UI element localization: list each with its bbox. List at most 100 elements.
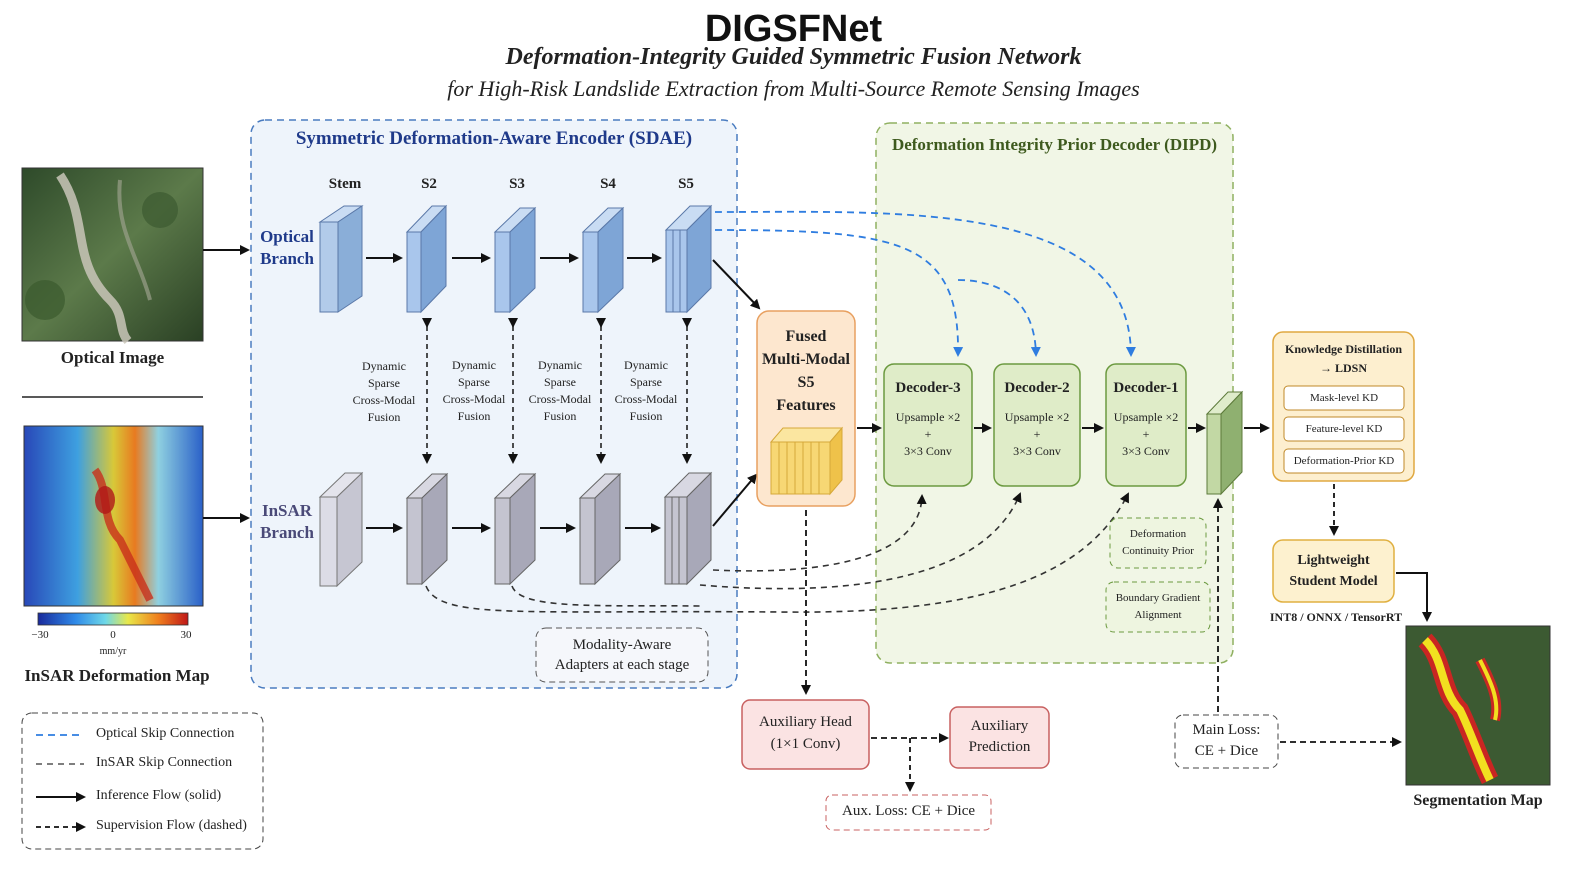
fusion-label-3: Dynamic Sparse Cross-Modal Fusion [522,357,598,425]
insar-s4-block [578,472,622,586]
main-loss-label: Main Loss: CE + Dice [1175,720,1278,762]
optical-s3-block [493,206,537,314]
main-loss-box [1174,714,1279,769]
legend-box [21,712,264,850]
fusion-line: Fusion [629,409,663,423]
prior-boundary-box [1105,581,1211,633]
decoder-2-box [993,363,1081,487]
decoder-name: Decoder-2 [1004,380,1070,396]
decoder-op: + [924,427,932,441]
main-loss-line: CE + Dice [1194,743,1259,759]
legend-insar-skip: InSAR Skip Connection [96,755,233,770]
colorbar-tick-mid: 0 [110,629,116,641]
insar-s5-block [663,471,713,586]
fused-line: Fused [785,328,827,345]
kd-title-line: → LDSN [1319,361,1367,375]
fusion-label-4: Dynamic Sparse Cross-Modal Fusion [608,357,684,425]
prior-line: Continuity Prior [1122,545,1194,557]
encoder-title: Symmetric Deformation-Aware Encoder (SDA… [295,128,693,149]
stage-label-s3: S3 [509,176,525,192]
stage-label-s2: S2 [421,176,437,192]
decoder-op: 3×3 Conv [904,444,952,458]
aux-loss-label: Aux. Loss: CE + Dice [841,803,976,819]
decoder-op: Upsample ×2 [1004,410,1070,424]
fusion-line: Cross-Modal [442,392,506,406]
insar-s3-block [493,472,537,586]
colorbar-tick-max: 30 [180,629,192,641]
decoder-op: Upsample ×2 [1113,410,1179,424]
decoder-op: + [1142,427,1150,441]
fused-line: Features [776,397,836,414]
legend-supervision-flow: Supervision Flow (dashed) [96,818,247,833]
legend-optical-skip: Optical Skip Connection [96,726,235,741]
prior-continuity-box [1109,517,1207,569]
fusion-label-1: Dynamic Sparse Cross-Modal Fusion [346,358,422,426]
prior-line: Boundary Gradient [1115,592,1201,604]
optical-image [21,167,204,345]
optical-stem-block [318,205,364,313]
legend-inference-flow: Inference Flow (solid) [96,788,222,803]
fusion-line: Dynamic [452,358,496,372]
stage-label-s4: S4 [600,176,616,192]
student-label: Lightweight Student Model [1273,550,1394,592]
subtitle-line-2: for High-Risk Landslide Extraction from … [447,76,1140,101]
student-box [1272,539,1395,603]
aux-pred-line: Prediction [968,739,1031,755]
student-line: Student Model [1289,574,1378,589]
adapters-line: Adapters at each stage [554,657,690,673]
fusion-line: Fusion [367,410,401,424]
aux-loss-box [825,794,992,831]
adapters-line: Modality-Aware [572,637,672,653]
fusion-line: Dynamic [624,358,668,372]
stage-label-stem: Stem [328,176,362,192]
decoder-2-label: Decoder-2 Upsample ×2 + 3×3 Conv [994,380,1080,460]
decoder-op: Upsample ×2 [895,410,961,424]
kd-title: Knowledge Distillation → LDSN [1273,340,1414,378]
kd-mask-label: Mask-level KD [1309,392,1379,404]
insar-branch-label: InSAR Branch [260,501,314,542]
decoder-name: Decoder-3 [895,380,961,396]
decoder-op: 3×3 Conv [1013,444,1061,458]
fusion-line: Sparse [630,375,662,389]
decoder-1-box [1105,363,1187,487]
fused-label: Fused Multi-Modal S5 Features [757,325,855,417]
fusion-line: Sparse [544,375,576,389]
aux-pred-line: Auxiliary [970,718,1029,734]
deploy-label: INT8 / ONNX / TensorRT [1269,610,1403,624]
prior-boundary-label: Boundary Gradient Alignment [1106,590,1210,624]
aux-pred-label: Auxiliary Prediction [950,716,1049,758]
decoder-1-label: Decoder-1 Upsample ×2 + 3×3 Conv [1106,380,1186,460]
fusion-line: Dynamic [538,358,582,372]
fused-feature-block [769,426,844,496]
decoder-name: Decoder-1 [1113,380,1179,396]
fusion-line: Cross-Modal [528,392,592,406]
insar-stem-block [318,471,364,588]
fusion-line: Dynamic [362,359,406,373]
decoder-op: 3×3 Conv [1122,444,1170,458]
decoder-output-block [1205,390,1244,496]
student-line: Lightweight [1297,553,1370,568]
decoder-3-box [883,363,973,487]
subtitle-line-1: Deformation-Integrity Guided Symmetric F… [505,44,1082,70]
main-loss-line: Main Loss: [1192,722,1261,738]
colorbar-tick-min: −30 [31,629,49,641]
fusion-line: Sparse [458,375,490,389]
kd-mask-box [1283,385,1405,411]
colorbar-unit: mm/yr [99,646,127,657]
kd-prior-label: Deformation-Prior KD [1293,455,1395,467]
stage-label-s5: S5 [678,176,694,192]
adapters-box [535,627,709,683]
fusion-line: Sparse [368,376,400,390]
optical-s5-block [664,204,713,314]
kd-feature-box [1283,416,1405,442]
fusion-line: Fusion [457,409,491,423]
kd-prior-box [1283,448,1405,474]
segmentation-caption: Segmentation Map [1413,792,1543,809]
fusion-line: Cross-Modal [614,392,678,406]
segmentation-image [1405,625,1551,786]
kd-title-line: Knowledge Distillation [1284,342,1402,356]
decoder-op: + [1033,427,1041,441]
optical-s2-block [405,204,448,314]
fusion-line: Fusion [543,409,577,423]
